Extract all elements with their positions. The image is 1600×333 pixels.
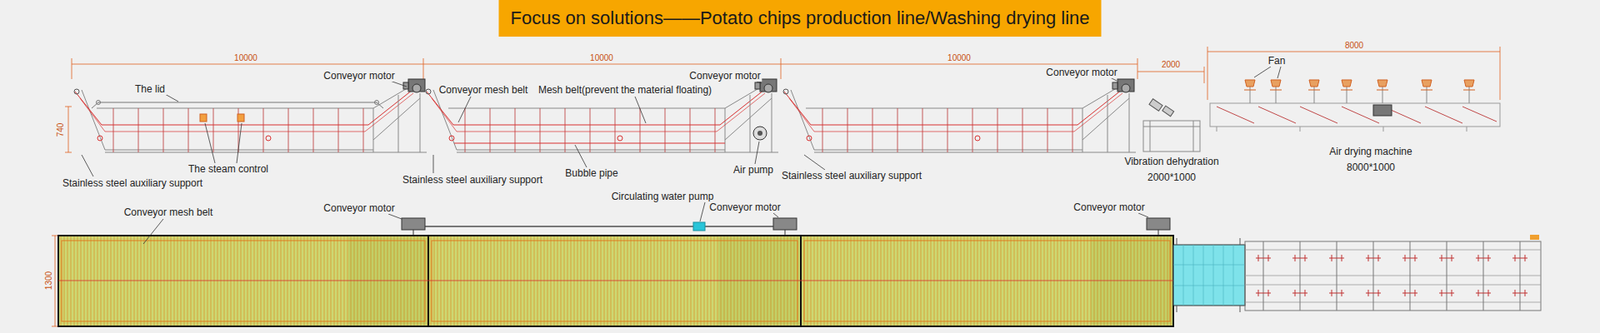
callout-label: Air pump xyxy=(731,164,775,176)
callout-label: Conveyor motor xyxy=(707,201,782,214)
dimension-label: 2000 xyxy=(1160,60,1182,70)
callout-label: Mesh belt(prevent the material floating) xyxy=(536,84,714,96)
callout-label: The steam control xyxy=(186,163,270,175)
dimension-label: 1300 xyxy=(44,270,54,292)
callout-label: Circulating water pump xyxy=(610,190,716,203)
callout-label: Conveyor motor xyxy=(321,202,396,215)
callout-label: Stainless steel auxiliary support xyxy=(60,177,205,190)
callout-label: Conveyor motor xyxy=(1071,201,1146,214)
dimension-label: 8000 xyxy=(1343,40,1365,50)
callout-label: Conveyor mesh belt xyxy=(437,84,530,96)
machine-label: Vibration dehydration 2000*1000 xyxy=(1111,154,1232,186)
dimension-label: 10000 xyxy=(588,53,615,63)
callout-label: Fan xyxy=(1266,55,1288,67)
callout-label: Conveyor mesh belt xyxy=(122,206,215,219)
callout-label: Stainless steel auxiliary support xyxy=(780,170,924,182)
machine-label: Air drying machine 8000*1000 xyxy=(1317,144,1425,176)
callout-label: Conveyor motor xyxy=(1044,66,1119,79)
dimension-label: 10000 xyxy=(945,53,973,63)
dimension-label: 740 xyxy=(55,121,65,140)
dimension-label: 10000 xyxy=(232,53,260,63)
title-text: Focus on solutions——Potato chips product… xyxy=(510,7,1090,29)
callout-label: Stainless steel auxiliary support xyxy=(400,174,545,186)
callout-label: Bubble pipe xyxy=(563,167,620,180)
title-band: Focus on solutions——Potato chips product… xyxy=(499,0,1102,37)
callout-label: Conveyor motor xyxy=(321,70,396,82)
callout-label: Conveyor motor xyxy=(687,70,762,82)
callout-label: The lid xyxy=(133,83,167,95)
